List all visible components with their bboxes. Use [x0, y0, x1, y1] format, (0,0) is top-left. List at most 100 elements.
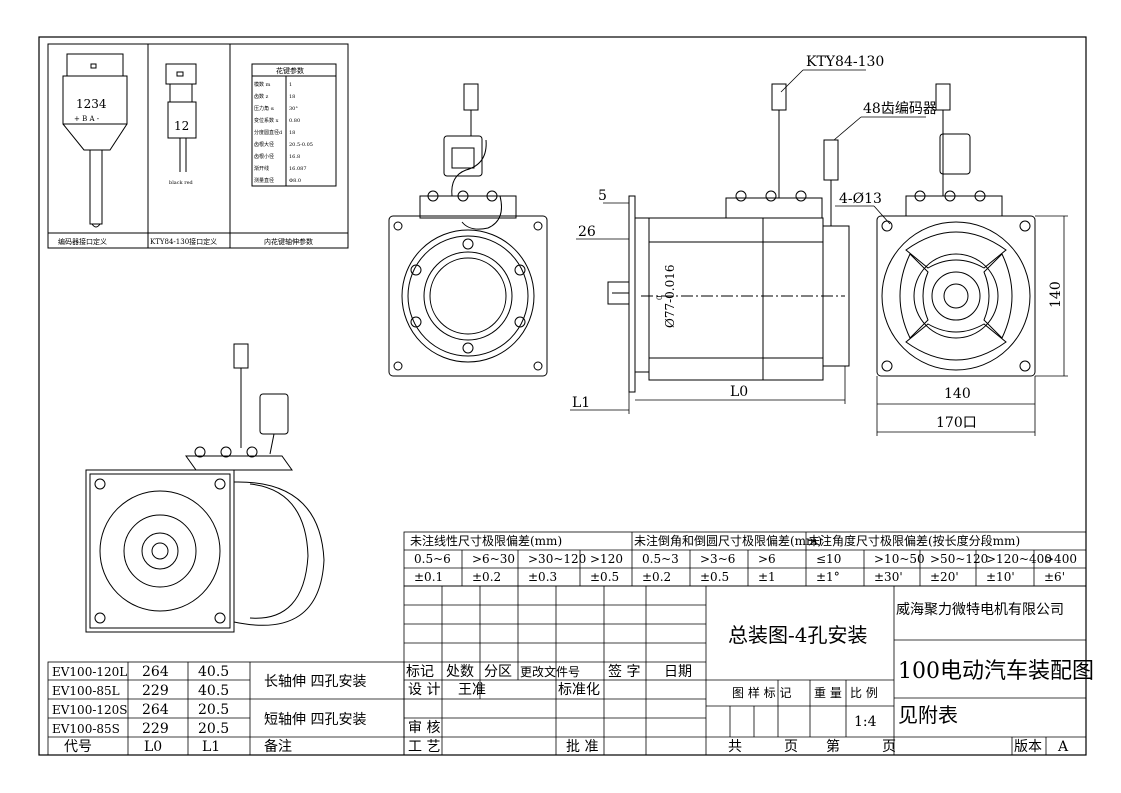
header-note: 备注	[264, 738, 292, 755]
spline-param-name: 渐开线	[254, 165, 269, 172]
spline-table	[251, 63, 337, 187]
tolerance-value: ±0.5	[590, 570, 619, 584]
model-L1: 20.5	[198, 721, 229, 737]
tolerance-value: ±6'	[1044, 570, 1065, 584]
tolerance-value: ±1°	[816, 570, 840, 584]
tb-designer: 王准	[458, 682, 486, 698]
shaft-tolerance: Ø77-0.016	[663, 264, 677, 328]
tolerance-range: >120	[590, 552, 623, 566]
tolerance-value: ±0.2	[472, 570, 501, 584]
tb-scale: 1:4	[854, 714, 877, 730]
tolerance-range: ≤10	[816, 552, 841, 566]
tb-date: 日期	[664, 664, 692, 680]
model-L1: 40.5	[198, 664, 229, 680]
tolerance-head-angle: 未注角度尺寸极限偏差(按长度分段mm)	[808, 533, 1020, 548]
spline-param-value: Φ8.0	[289, 178, 301, 184]
tb-total: 共	[728, 739, 742, 755]
tb-design: 设 计	[408, 682, 440, 698]
tolerance-range: >6	[758, 552, 776, 566]
tolerance-value: ±0.2	[642, 570, 671, 584]
tolerance-range: >10~50	[874, 552, 925, 566]
model-code: EV100-85L	[52, 684, 120, 698]
model-L0: 264	[142, 702, 169, 718]
kty-interface-caption: KTY84-130接口定义	[150, 237, 217, 246]
spline-param-value: 20.5-0.05	[289, 142, 313, 148]
spline-param-value: 1	[289, 82, 292, 88]
tb-approve: 批 准	[566, 739, 598, 755]
tb-version-label: 版本	[1014, 739, 1042, 755]
dim-5: 5	[598, 188, 607, 204]
model-table-grid	[47, 661, 405, 756]
spline-table-title: 花键参数	[276, 66, 304, 75]
motor-rear-view	[876, 83, 1036, 377]
header-L1: L1	[202, 739, 220, 755]
spline-param-value: 30°	[289, 106, 298, 112]
tolerance-range: >400	[1044, 552, 1077, 566]
header-code: 代号	[64, 739, 92, 755]
spline-param-name: 分度圆直径d	[254, 129, 283, 136]
encoder-callout: 48齿编码器	[863, 101, 937, 117]
header-L0: L0	[144, 739, 162, 755]
tolerance-range: >30~120	[528, 552, 586, 566]
tb-sign: 签 字	[608, 663, 640, 680]
tb-see-table: 见附表	[898, 703, 958, 727]
spline-param-value: 16.8	[289, 154, 300, 160]
tb-weight: 重 量	[814, 686, 842, 700]
encoder-connector-drawing	[62, 53, 128, 228]
model-L0: 264	[142, 664, 169, 680]
tb-page: 页	[784, 739, 798, 755]
dim-140-horizontal: 140	[944, 386, 971, 402]
motor-side-view	[607, 83, 850, 393]
tb-sample-mark: 图 样 标 记	[732, 685, 791, 700]
kty-sensor-callout: KTY84-130	[806, 54, 884, 70]
tb-mark: 标记	[406, 664, 434, 680]
model-code: EV100-120L	[52, 665, 127, 679]
dim-140-vertical: 140	[1048, 281, 1064, 308]
connector-panel: 1234 + B A - 编码器接口定义 12 black red KTY84-…	[47, 43, 349, 249]
tolerance-range: >50~120	[930, 552, 988, 566]
tb-process: 工 艺	[408, 739, 440, 755]
shaft-tolerance-upper: 0	[656, 296, 664, 300]
tb-review: 审 核	[408, 720, 440, 736]
tb-scale-label: 比 例	[850, 686, 878, 700]
short-shaft-note: 短轴伸 四孔安装	[264, 712, 366, 728]
long-shaft-note: 长轴伸 四孔安装	[264, 674, 366, 690]
motor-front-view	[388, 83, 548, 377]
drawing-frame	[38, 36, 1087, 756]
model-L1: 20.5	[198, 702, 229, 718]
spline-param-value: 18	[289, 130, 295, 136]
spline-param-name: 变位系数 x	[254, 117, 279, 124]
encoder-pin-numbers: 1234	[76, 97, 107, 111]
rear-view-dimensions	[876, 215, 1068, 436]
tolerance-range: >3~6	[700, 552, 735, 566]
model-code: EV100-120S	[52, 703, 128, 717]
dim-L0: L0	[730, 384, 748, 400]
dim-L1: L1	[572, 395, 590, 411]
tb-sheet-page: 页	[882, 739, 896, 755]
model-code: EV100-85S	[52, 722, 120, 736]
dim-26: 26	[578, 224, 596, 240]
tolerance-value: ±1	[758, 570, 776, 584]
tolerance-head-chamfer: 未注倒角和倒圆尺寸极限偏差(mm)	[634, 533, 822, 548]
kty-connector-drawing	[165, 63, 197, 172]
motor-isometric-view	[85, 343, 325, 633]
spline-param-value: 16.087	[289, 166, 307, 172]
tolerance-value: ±0.1	[414, 570, 443, 584]
tolerance-head-linear: 未注线性尺寸极限偏差(mm)	[410, 533, 562, 548]
spline-param-name: 齿根大径	[254, 141, 274, 148]
tb-sheet: 第	[826, 738, 840, 755]
model-L1: 40.5	[198, 683, 229, 699]
tolerance-range: 0.5~6	[414, 552, 451, 566]
tolerance-value: ±0.3	[528, 570, 557, 584]
tb-title: 100电动汽车装配图	[898, 659, 1094, 684]
tolerance-range: >6~30	[472, 552, 515, 566]
dim-170-square: 170口	[936, 415, 977, 431]
model-L0: 229	[142, 683, 169, 699]
tb-standardization: 标准化	[558, 682, 600, 698]
model-L0: 229	[142, 721, 169, 737]
tolerance-value: ±30'	[874, 570, 903, 584]
tolerance-value: ±20'	[930, 570, 959, 584]
spline-param-name: 齿数 z	[254, 93, 269, 100]
mounting-holes-callout: 4-Ø13	[839, 191, 882, 207]
tb-drawing-name: 总装图-4孔安装	[728, 623, 867, 647]
